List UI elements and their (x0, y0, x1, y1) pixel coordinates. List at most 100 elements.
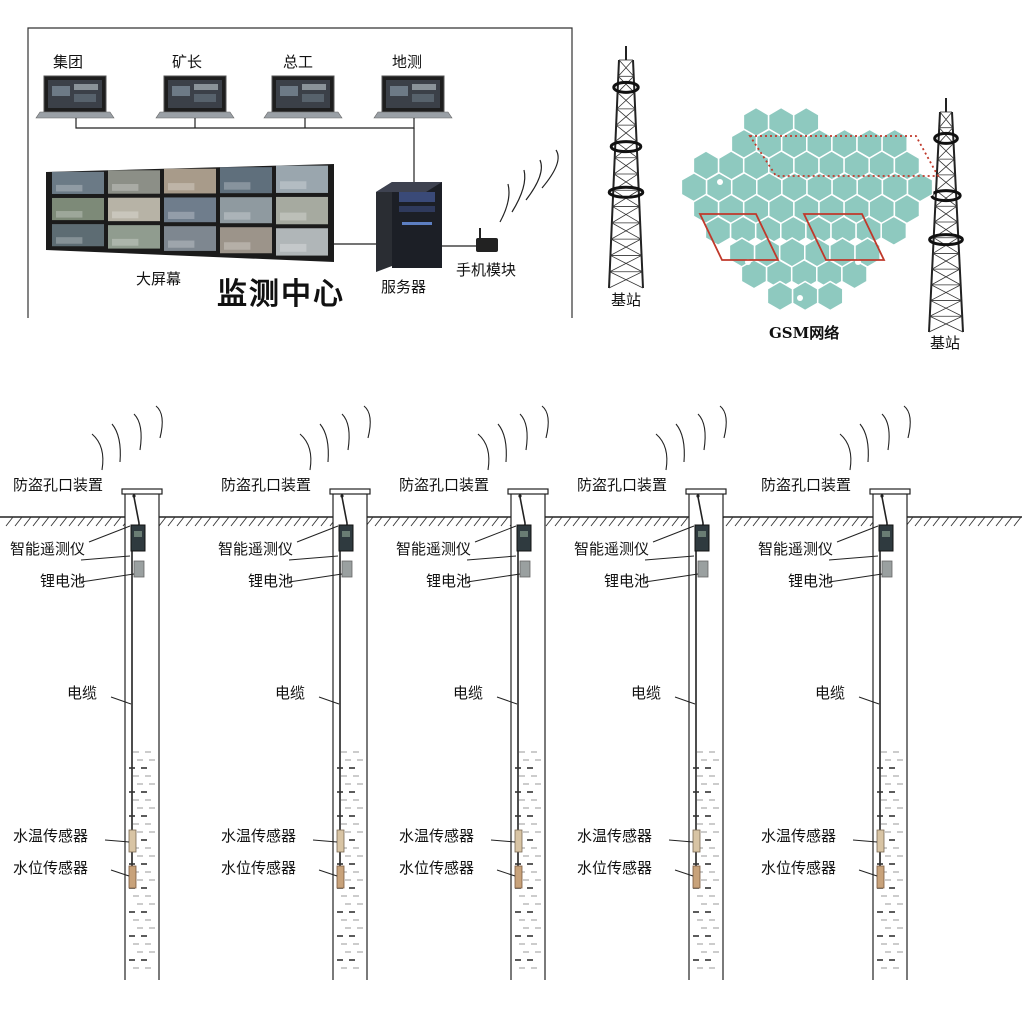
cable-line (517, 496, 526, 880)
well-temp-sensor-label: 水温传感器 (577, 827, 653, 845)
base-station-label-right: 基站 (930, 334, 961, 352)
server-label: 服务器 (381, 278, 427, 296)
battery-device (341, 560, 353, 578)
video-tile (276, 165, 328, 193)
video-tile (276, 196, 328, 225)
well-cap (869, 488, 911, 495)
well-cable-label: 电缆 (453, 684, 484, 702)
well-cable-label: 电缆 (67, 684, 98, 702)
monitoring-well (828, 405, 911, 980)
well-telemeter-label: 智能遥测仪 (758, 540, 834, 558)
cluster-solid-right (802, 213, 886, 261)
server-top (376, 182, 442, 192)
temperature-sensor (876, 829, 885, 853)
well-telemeter-label: 智能遥测仪 (10, 540, 86, 558)
well-temp-sensor-label: 水温传感器 (13, 827, 89, 845)
battery-device (881, 560, 893, 578)
well-signal-waves (299, 405, 371, 471)
monitoring-well (288, 405, 371, 980)
well-cap (121, 488, 163, 495)
well-cable-label: 电缆 (815, 684, 846, 702)
cluster-dotted-top (748, 135, 940, 177)
gsm-node (797, 295, 803, 301)
battery-device (133, 560, 145, 578)
battery-device (697, 560, 709, 578)
water-level-sensor (128, 865, 137, 889)
cable-line (879, 496, 888, 880)
video-tile (276, 228, 328, 256)
cable-line (695, 496, 704, 880)
base-station-tower-right (928, 98, 964, 333)
telemeter-device (516, 524, 532, 552)
well-telemeter-label: 智能遥测仪 (574, 540, 650, 558)
cable-line (131, 496, 140, 880)
well-temp-sensor-label: 水温传感器 (761, 827, 837, 845)
server-tower (376, 182, 442, 272)
modem-device (476, 228, 498, 252)
cable-line (339, 496, 348, 880)
video-tile (52, 224, 104, 247)
temperature-sensor (336, 829, 345, 853)
gsm-node (853, 295, 859, 301)
video-tile (108, 225, 160, 249)
terminal-laptops (35, 75, 453, 119)
server-drive-bay-2 (399, 206, 435, 212)
big-screen-label: 大屏幕 (136, 270, 182, 288)
laptop-icon (155, 75, 235, 119)
gsm-cluster-outlines (698, 135, 940, 261)
laptop-icon (35, 75, 115, 119)
monitoring-center (27, 27, 573, 318)
laptop-icon (373, 75, 453, 119)
gsm-node (717, 179, 723, 185)
well-cap (685, 488, 727, 495)
monitoring-well (80, 405, 163, 980)
base-station-tower-left (607, 46, 645, 289)
well-battery-label: 锂电池 (426, 572, 472, 590)
terminal-label-survey: 地测 (392, 53, 423, 71)
well-level-sensor-label: 水位传感器 (221, 859, 297, 877)
modem-label: 手机模块 (456, 261, 517, 279)
base-station-label-left: 基站 (611, 291, 642, 309)
well-temp-sensor-label: 水温传感器 (399, 827, 475, 845)
gsm-cell (740, 258, 768, 290)
video-tile (164, 226, 216, 251)
gsm-cell (841, 258, 868, 290)
video-tile (108, 170, 160, 194)
telemeter-device (878, 524, 894, 552)
video-tile (164, 197, 216, 223)
laptop-icon (263, 75, 343, 119)
gsm-network (607, 46, 964, 333)
well-battery-label: 锂电池 (248, 572, 294, 590)
well-battery-label: 锂电池 (788, 572, 834, 590)
water-level-sensor (876, 865, 885, 889)
video-tile (108, 197, 160, 222)
temperature-sensor (514, 829, 523, 853)
video-wall (46, 164, 334, 262)
well-device-label: 防盗孔口装置 (221, 476, 312, 494)
well-level-sensor-label: 水位传感器 (13, 859, 89, 877)
water-level-sensor (692, 865, 701, 889)
video-tile (220, 197, 272, 224)
terminal-label-director: 矿长 (172, 53, 203, 71)
well-signal-waves (477, 405, 549, 471)
well-telemeter-label: 智能遥测仪 (218, 540, 294, 558)
well-signal-waves (839, 405, 911, 471)
telemeter-device (694, 524, 710, 552)
gsm-network-label: GSM网络 (769, 324, 840, 342)
video-tile (52, 197, 104, 221)
well-cap (329, 488, 371, 495)
well-signal-waves (91, 405, 163, 471)
monitoring-wells (80, 405, 911, 980)
well-cable-label: 电缆 (631, 684, 662, 702)
terminal-bus-line (75, 118, 415, 129)
server-side (376, 182, 392, 272)
video-tile (220, 167, 272, 194)
monitoring-well (466, 405, 549, 980)
battery-device (519, 560, 531, 578)
server-drive-bay (399, 192, 435, 202)
temperature-sensor (128, 829, 137, 853)
well-battery-label: 锂电池 (604, 572, 650, 590)
gsm-hex-grid (680, 106, 934, 312)
